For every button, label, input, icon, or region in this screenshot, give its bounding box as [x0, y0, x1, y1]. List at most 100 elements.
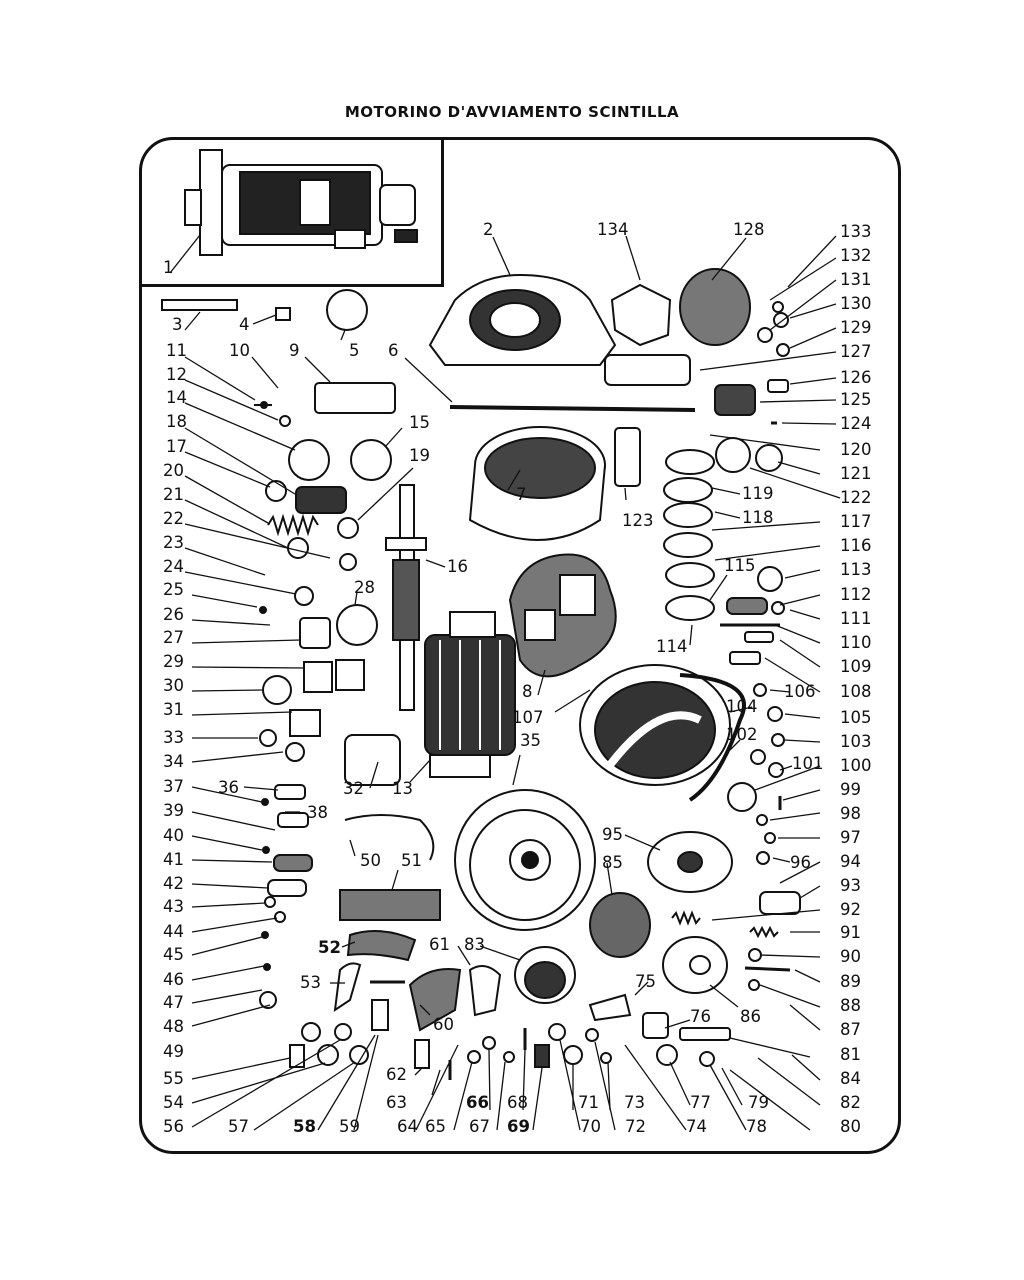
part-label-92: 92 — [840, 900, 861, 919]
part-label-55: 55 — [163, 1069, 184, 1088]
part-label-119: 119 — [742, 484, 774, 503]
part-label-74: 74 — [686, 1117, 707, 1136]
part-label-33: 33 — [163, 728, 184, 747]
part-label-19: 19 — [409, 446, 430, 465]
field-coils — [508, 553, 617, 678]
part-label-31: 31 — [163, 700, 184, 719]
part-label-87: 87 — [840, 1020, 861, 1039]
part-label-13: 13 — [392, 779, 413, 798]
part-label-93: 93 — [840, 876, 861, 895]
part-label-91: 91 — [840, 923, 861, 942]
part-label-67: 67 — [469, 1117, 490, 1136]
part-label-51: 51 — [401, 851, 422, 870]
gasket — [679, 268, 751, 346]
part-label-90: 90 — [840, 947, 861, 966]
part-label-6: 6 — [388, 341, 399, 360]
small-fasteners — [254, 301, 801, 1080]
part-label-112: 112 — [840, 585, 872, 604]
part-label-108: 108 — [840, 682, 872, 701]
washer-stack — [663, 449, 715, 621]
part-label-22: 22 — [163, 509, 184, 528]
part-label-131: 131 — [840, 270, 872, 289]
assembled-starter-motor — [184, 149, 418, 256]
part-label-132: 132 — [840, 246, 872, 265]
part-label-56: 56 — [163, 1117, 184, 1136]
part-label-122: 122 — [840, 488, 872, 507]
leader-lines — [169, 234, 841, 1131]
part-label-109: 109 — [840, 657, 872, 676]
part-label-71: 71 — [578, 1093, 599, 1112]
part-label-49: 49 — [163, 1042, 184, 1061]
part-label-1: 1 — [163, 258, 174, 277]
part-label-127: 127 — [840, 342, 872, 361]
part-label-36: 36 — [218, 778, 239, 797]
end-shield — [428, 273, 617, 366]
springs — [267, 486, 779, 939]
part-label-130: 130 — [840, 294, 872, 313]
part-label-133: 133 — [840, 222, 872, 241]
part-label-128: 128 — [733, 220, 765, 239]
shaft — [449, 405, 696, 412]
part-label-54: 54 — [163, 1093, 184, 1112]
part-label-5: 5 — [349, 341, 360, 360]
pinion-shaft — [385, 484, 427, 711]
part-label-48: 48 — [163, 1017, 184, 1036]
part-label-15: 15 — [409, 413, 430, 432]
part-label-80: 80 — [840, 1117, 861, 1136]
part-label-12: 12 — [166, 365, 187, 384]
part-label-37: 37 — [163, 777, 184, 796]
part-label-110: 110 — [840, 633, 872, 652]
split-washer — [662, 936, 728, 994]
part-label-29: 29 — [163, 652, 184, 671]
part-label-42: 42 — [163, 874, 184, 893]
part-label-106: 106 — [784, 682, 816, 701]
part-label-75: 75 — [635, 972, 656, 991]
part-label-10: 10 — [229, 341, 250, 360]
part-label-83: 83 — [464, 935, 485, 954]
part-label-30: 30 — [163, 676, 184, 695]
part-label-57: 57 — [228, 1117, 249, 1136]
part-label-32: 32 — [343, 779, 364, 798]
part-label-23: 23 — [163, 533, 184, 552]
part-label-102: 102 — [726, 725, 758, 744]
terminal-parts — [267, 784, 550, 1069]
part-label-3: 3 — [172, 315, 183, 334]
part-label-27: 27 — [163, 628, 184, 647]
part-label-9: 9 — [289, 341, 300, 360]
rings — [262, 289, 783, 812]
spacer-block — [614, 427, 641, 487]
part-label-99: 99 — [840, 780, 861, 799]
part-label-58: 58 — [293, 1117, 316, 1136]
yoke-ring — [468, 426, 606, 541]
part-label-115: 115 — [724, 556, 756, 575]
part-label-44: 44 — [163, 922, 184, 941]
part-label-41: 41 — [163, 850, 184, 869]
part-label-24: 24 — [163, 557, 184, 576]
part-label-101: 101 — [792, 754, 824, 773]
part-label-25: 25 — [163, 580, 184, 599]
part-label-81: 81 — [840, 1045, 861, 1064]
part-label-66: 66 — [466, 1093, 489, 1112]
part-label-14: 14 — [166, 388, 187, 407]
part-label-89: 89 — [840, 972, 861, 991]
part-label-129: 129 — [840, 318, 872, 337]
part-label-95: 95 — [602, 825, 623, 844]
part-label-100: 100 — [840, 756, 872, 775]
part-label-84: 84 — [840, 1069, 861, 1088]
part-label-98: 98 — [840, 804, 861, 823]
part-label-85: 85 — [602, 853, 623, 872]
part-label-96: 96 — [790, 853, 811, 872]
part-label-88: 88 — [840, 996, 861, 1015]
part-label-134: 134 — [597, 220, 629, 239]
part-label-94: 94 — [840, 852, 861, 871]
part-label-73: 73 — [624, 1093, 645, 1112]
part-label-97: 97 — [840, 828, 861, 847]
part-label-11: 11 — [166, 341, 187, 360]
brush-plate — [647, 831, 733, 893]
part-label-34: 34 — [163, 752, 184, 771]
part-label-21: 21 — [163, 485, 184, 504]
part-label-69: 69 — [507, 1117, 530, 1136]
part-label-45: 45 — [163, 945, 184, 964]
part-label-17: 17 — [166, 437, 187, 456]
part-label-70: 70 — [580, 1117, 601, 1136]
